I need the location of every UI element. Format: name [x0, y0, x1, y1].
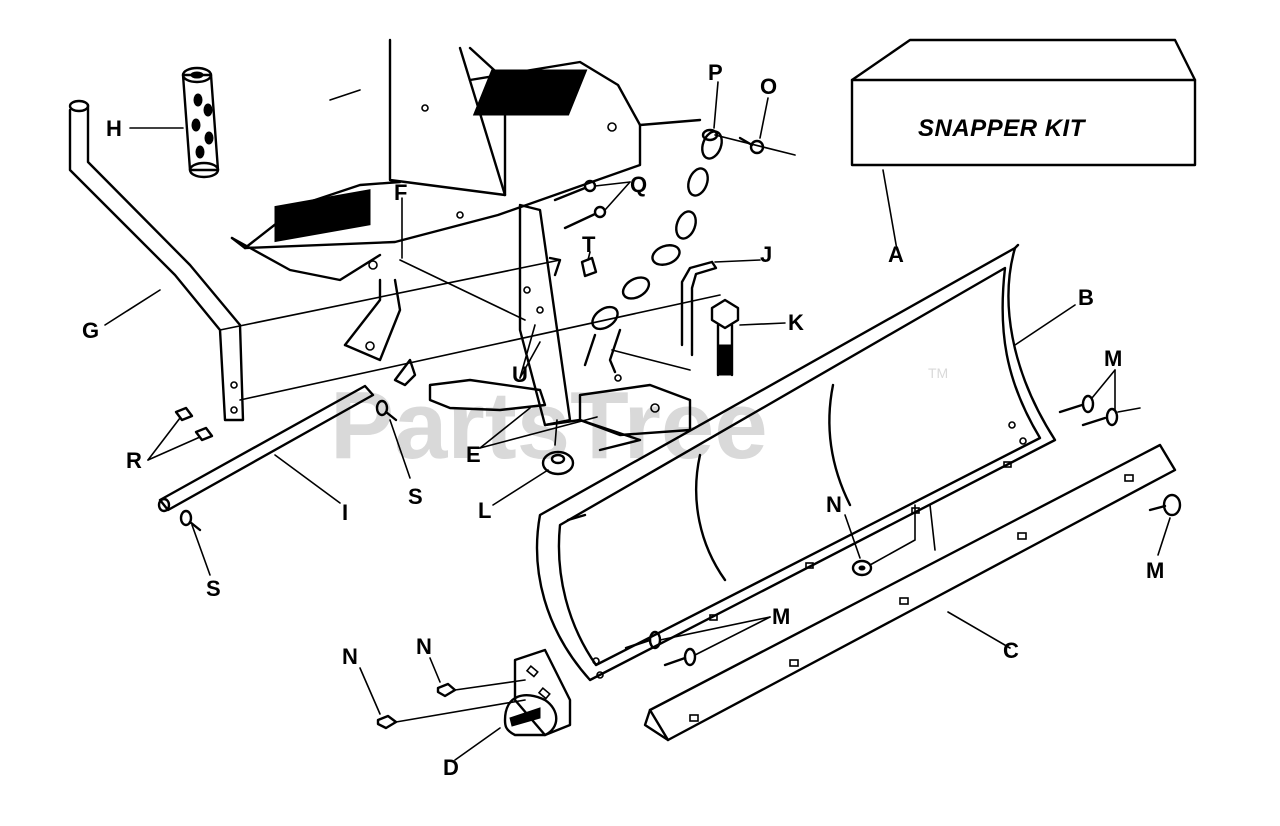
part-labels: A B C D E F G H I J K L M M M N N N O P … — [82, 60, 1164, 780]
label-M-lower: M — [772, 604, 790, 629]
label-M-far-right: M — [1146, 558, 1164, 583]
cotter-pin-S-upper[interactable] — [375, 399, 398, 422]
bolt-M-far-right[interactable] — [1148, 493, 1182, 517]
label-G: G — [82, 318, 99, 343]
label-E: E — [466, 442, 481, 467]
label-F: F — [394, 180, 407, 205]
leader-lines — [104, 81, 1171, 761]
snapper-kit-box[interactable]: SNAPPER KIT — [850, 38, 1197, 167]
label-O: O — [760, 74, 777, 99]
label-R: R — [126, 448, 142, 473]
nut-L[interactable] — [541, 419, 575, 476]
label-U: U — [512, 362, 528, 387]
label-T: T — [582, 232, 596, 257]
leader-A — [882, 169, 898, 251]
label-P: P — [708, 60, 723, 85]
watermark: PartsTree TM — [330, 365, 948, 479]
nut-N-blade[interactable] — [851, 504, 936, 577]
rod-I[interactable] — [157, 384, 375, 513]
cotter-pin-S-lower[interactable] — [179, 509, 202, 532]
label-S-upper: S — [408, 484, 423, 509]
grip-H[interactable] — [181, 66, 220, 179]
watermark-tm: TM — [928, 365, 948, 381]
bolts-M-right[interactable] — [1058, 394, 1141, 427]
label-Q: Q — [630, 172, 647, 197]
label-H: H — [106, 116, 122, 141]
label-S-lower: S — [206, 576, 221, 601]
handle-G[interactable] — [68, 99, 245, 422]
bolt-O[interactable] — [738, 136, 765, 155]
bolts-M-lower[interactable] — [624, 630, 697, 667]
chain-pin[interactable] — [701, 128, 796, 156]
label-M-right: M — [1104, 346, 1122, 371]
label-A: A — [888, 242, 904, 267]
blade-B[interactable] — [535, 243, 1057, 682]
kit-box-label: SNAPPER KIT — [918, 115, 1087, 142]
skid-shoe-D[interactable] — [503, 648, 572, 737]
label-N-blade: N — [826, 492, 842, 517]
tractor-frame — [219, 38, 721, 401]
label-N-lower: N — [342, 644, 358, 669]
nut-N-upper[interactable] — [436, 679, 526, 698]
label-N-upper: N — [416, 634, 432, 659]
bolts-Q[interactable] — [553, 179, 607, 230]
bolt-K[interactable] — [710, 298, 740, 377]
chain[interactable] — [583, 129, 725, 374]
label-L: L — [478, 498, 491, 523]
label-I: I — [342, 500, 348, 525]
cutting-edge-C[interactable] — [643, 443, 1177, 742]
label-B: B — [1078, 285, 1094, 310]
label-C: C — [1003, 638, 1019, 663]
nuts-R[interactable] — [174, 406, 214, 442]
pin-J[interactable] — [611, 260, 718, 371]
nut-N-lower[interactable] — [376, 699, 526, 730]
hitch-bracket[interactable] — [399, 203, 692, 452]
label-K: K — [788, 310, 804, 335]
label-J: J — [760, 242, 772, 267]
label-D: D — [443, 755, 459, 780]
